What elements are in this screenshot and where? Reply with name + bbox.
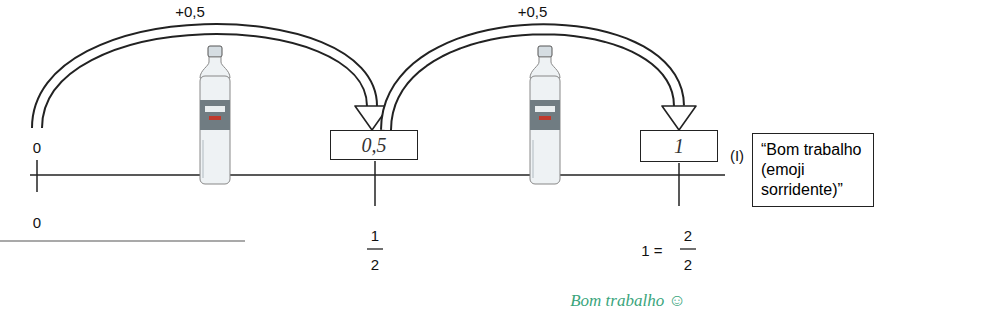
- tick-mark: [678, 163, 680, 206]
- bottle-label: [535, 106, 555, 112]
- bottle-cap: [538, 46, 552, 57]
- answer-box: 0,5: [330, 130, 418, 160]
- jump-arrow: [386, 29, 696, 130]
- rule-line: [0, 240, 245, 241]
- bottle-neck: [200, 57, 230, 78]
- bottle-cap: [208, 46, 222, 57]
- arrow-head: [662, 106, 696, 130]
- box-text: 0,5: [362, 134, 387, 157]
- value-label: 0: [33, 140, 41, 155]
- figure-number: (I): [730, 148, 744, 163]
- arrow-band: [386, 29, 679, 130]
- box-text: 1: [674, 135, 684, 158]
- fraction-bar: [367, 248, 383, 249]
- bottle-label: [209, 116, 221, 120]
- comment-box: “Bom trabalho (emoji sorridente)”: [752, 133, 874, 207]
- bottle-body: [200, 76, 230, 184]
- water-bottle: [200, 46, 230, 184]
- bottle-label: [205, 106, 225, 112]
- fraction-denominator: 2: [684, 257, 692, 272]
- box-text: “Bom trabalho (emoji sorridente)”: [761, 140, 865, 200]
- tick-mark: [36, 160, 38, 192]
- fraction-numerator: 2: [684, 228, 692, 243]
- arrow-band: [386, 29, 679, 130]
- answer-box: 1: [640, 130, 718, 162]
- step-label: +0,5: [175, 4, 205, 19]
- fraction-bar: [680, 248, 696, 249]
- step-label: +0,5: [516, 3, 550, 18]
- bottle-body: [530, 76, 560, 184]
- tick-mark: [374, 161, 376, 206]
- bottle-neck: [530, 57, 560, 78]
- tick-label: 0: [33, 215, 41, 230]
- number-line: [30, 174, 725, 176]
- bottle-label: [530, 100, 560, 130]
- fraction-numerator: 1: [371, 228, 379, 243]
- teacher-comment: Bom trabalho ☺: [570, 292, 686, 309]
- tick-label: 1 =: [641, 243, 662, 258]
- bottle-label: [200, 100, 230, 130]
- bottle-shine: [202, 140, 204, 178]
- fraction-denominator: 2: [371, 257, 379, 272]
- bottle-shine: [532, 140, 534, 178]
- bottle-label: [539, 116, 551, 120]
- water-bottle: [530, 46, 560, 184]
